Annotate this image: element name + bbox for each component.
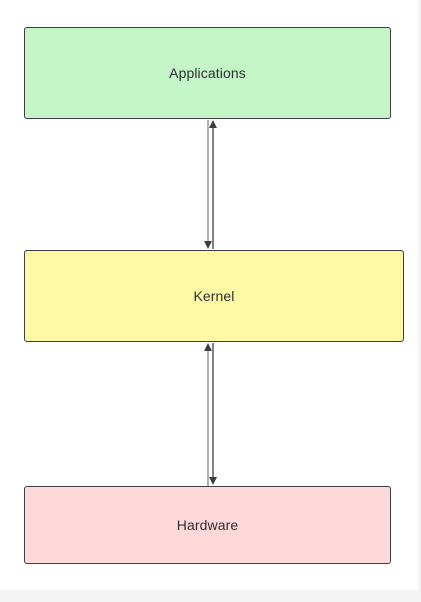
applications-label: Applications	[169, 65, 246, 81]
kernel-to-hardware-arrow[interactable]	[209, 343, 217, 485]
hardware-box[interactable]: Hardware	[24, 486, 391, 564]
hardware-label: Hardware	[176, 517, 239, 533]
kernel-label: Kernel	[193, 288, 235, 304]
kernel-box[interactable]: Kernel	[24, 250, 404, 342]
apps-to-kernel-arrow[interactable]	[204, 120, 212, 249]
applications-box[interactable]: Applications	[24, 27, 391, 119]
frame-edge-bottom	[0, 590, 421, 602]
frame-edge-right	[418, 0, 421, 602]
hardware-to-kernel-arrow[interactable]	[204, 343, 212, 486]
kernel-to-apps-arrow[interactable]	[209, 120, 217, 249]
